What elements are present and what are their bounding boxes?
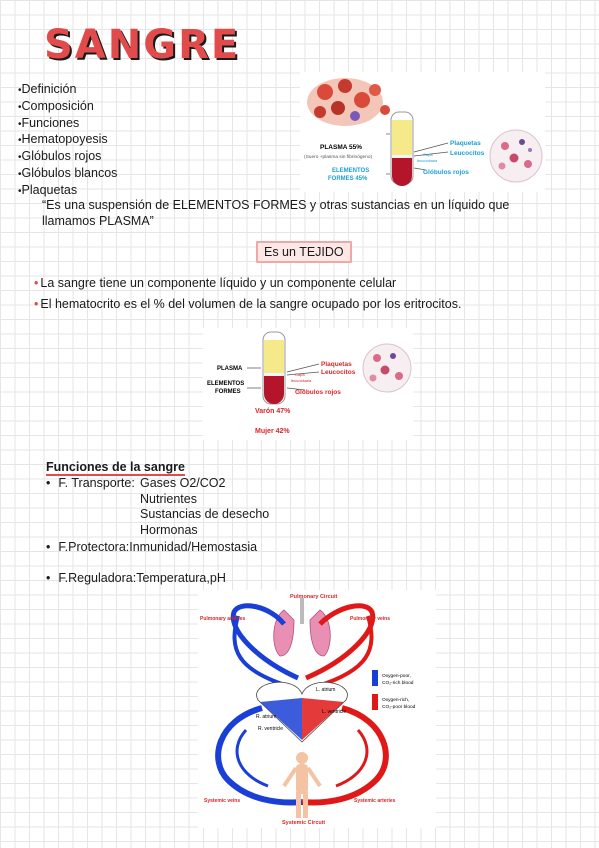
list-item: Gases O2/CO2 <box>140 476 226 490</box>
topic-list: Definición Composición Funciones Hematop… <box>18 82 118 200</box>
list-item: Glóbulos blancos <box>18 166 118 183</box>
list-item: Definición <box>18 82 117 99</box>
legend-rich-swatch <box>372 694 378 710</box>
mujer-label: Mujer 42% <box>255 428 290 435</box>
tejido-badge: Es un TEJIDO <box>256 241 352 263</box>
list-item: Nutrientes <box>140 491 197 506</box>
legend-rich-label-2: CO₂-poor blood <box>382 704 416 710</box>
test-tube <box>390 111 414 186</box>
capa-label: Capa <box>423 152 433 157</box>
reguladora-row: •F.Reguladora:Temperatura,pH <box>46 571 226 585</box>
list-item: Funciones <box>18 116 117 133</box>
bullet-icon: • <box>34 276 39 290</box>
capa-leucocitaria-label: leucocitaria <box>291 378 312 383</box>
hematocrit-figure: PLASMA ELEMENTOS FORMES Plaquetas Leucoc… <box>203 328 413 440</box>
transporte-items: Gases O2/CO2 Nutrientes Sustancias de de… <box>140 476 269 538</box>
list-item: Sustancias de desecho <box>140 507 270 522</box>
l-ventricle-label: L. ventricle <box>322 709 346 715</box>
varon-label: Varón 47% <box>255 408 291 415</box>
protectora-row: •F.Protectora:Inmunidad/Hemostasia <box>46 540 258 554</box>
definition-quote: “Es una suspensión de ELEMENTOS FORMES y… <box>42 198 510 228</box>
pulmonary-veins-label: Pulmonary veins <box>350 616 390 622</box>
capa-leucocitaria-label: leucocitaria <box>417 158 438 163</box>
formes-label: FORMES <box>215 389 241 395</box>
list-item: Hematopoyesis <box>18 132 117 149</box>
blood-cells-illustration <box>307 78 390 126</box>
circulation-diagram: Pulmonary Circuit Pulmonary arteries Pul… <box>198 590 436 828</box>
r-atrium-label: R. atrium <box>256 714 276 720</box>
pulmonary-arteries-label: Pulmonary arteries <box>200 616 246 622</box>
magnified-cells <box>362 343 412 393</box>
point-1: •La sangre tiene un componente líquido y… <box>34 276 397 290</box>
r-ventricle-label: R. ventricle <box>258 726 283 732</box>
elementos-label: ELEMENTOS <box>207 381 244 387</box>
legend-poor-label: Oxygen-poor, <box>382 673 411 679</box>
magnified-cells <box>489 129 543 183</box>
plaquetas-label: Plaquetas <box>450 140 481 147</box>
pulmonary-circuit-label: Pulmonary Circuit <box>290 594 338 600</box>
leucocitos-label: Leucocitos <box>321 369 356 376</box>
list-item: Hormonas <box>140 522 198 537</box>
list-item: Plaquetas <box>18 183 117 200</box>
leucocitos-label: Leucocitos <box>450 150 485 157</box>
point-2: •El hematocrito es el % del volumen de l… <box>34 297 462 311</box>
heart-illustration <box>256 681 348 743</box>
page-title: SANGRE <box>44 22 241 68</box>
bullet-icon: • <box>34 297 39 311</box>
formes-label: FORMES 45% <box>328 176 368 182</box>
test-tube <box>262 331 286 405</box>
list-item: Glóbulos rojos <box>18 149 117 166</box>
systemic-arteries-label: Systemic arteries <box>354 798 396 804</box>
legend-rich-label: Oxygen-rich, <box>382 697 409 703</box>
list-item: Composición <box>18 99 117 116</box>
funciones-heading: Funciones de la sangre <box>46 460 185 476</box>
body-illustration <box>282 752 322 818</box>
legend-poor-label-2: CO₂-rich blood <box>382 680 414 686</box>
l-atrium-label: L. atrium <box>316 687 335 693</box>
plaquetas-label: Plaquetas <box>321 361 352 368</box>
capa-label: Capa <box>295 372 305 377</box>
plasma-note: (Suero +plasma sin fibrinógeno) <box>304 154 373 160</box>
plasma-label: PLASMA <box>217 366 243 372</box>
bullet-icon: • <box>46 540 51 554</box>
systemic-veins-label: Systemic veins <box>204 798 240 804</box>
elementos-label: ELEMENTOS <box>332 168 369 174</box>
bullet-icon: • <box>46 571 51 585</box>
legend-poor-swatch <box>372 670 378 686</box>
bullet-icon: • <box>46 476 51 490</box>
globulos-label: Glóbulos rojos <box>423 169 469 176</box>
systemic-circuit-label: Systemic Circuit <box>282 820 325 826</box>
globulos-label: Glóbulos rojos <box>295 389 341 396</box>
transporte-row: •F. Transporte: <box>46 476 135 490</box>
plasma-label: PLASMA 55% <box>320 144 362 151</box>
blood-composition-figure: PLASMA 55% (Suero +plasma sin fibrinógen… <box>300 72 545 192</box>
